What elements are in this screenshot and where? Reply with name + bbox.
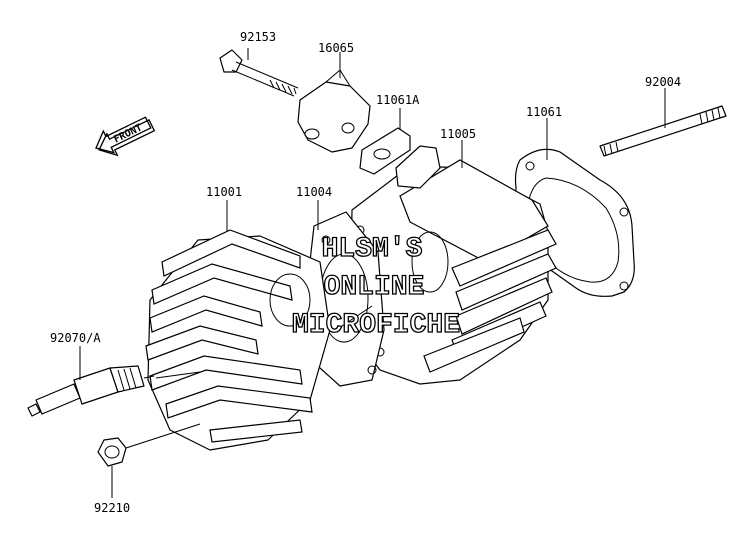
watermark-line2: ONLINE <box>324 272 425 303</box>
label-92153: 92153 <box>240 30 276 44</box>
watermark-line3: MICROFICHE <box>292 310 460 341</box>
stud-92004 <box>599 88 727 157</box>
label-11004: 11004 <box>296 185 332 199</box>
label-92070a: 92070/A <box>50 331 101 345</box>
watermark: HLSM'S ONLINE MICROFICHE <box>291 233 460 341</box>
nut-92210 <box>97 423 201 498</box>
part-16065 <box>297 52 371 153</box>
gasket-11061a <box>359 108 411 175</box>
label-92004: 92004 <box>645 75 681 89</box>
watermark-line1: HLSM'S <box>322 234 423 265</box>
spark-plug-92070a <box>27 346 155 417</box>
cylinder-11005 <box>349 140 557 385</box>
head-11001 <box>145 200 331 451</box>
label-11061a: 11061A <box>376 93 420 107</box>
front-arrow-icon: FRONT <box>95 116 156 157</box>
label-11001: 11001 <box>206 185 242 199</box>
label-16065: 16065 <box>318 41 354 55</box>
label-11005: 11005 <box>440 127 476 141</box>
leader-lines <box>155 305 373 379</box>
bolt-92153 <box>219 48 299 97</box>
label-11061: 11061 <box>526 105 562 119</box>
label-92210: 92210 <box>94 501 130 515</box>
